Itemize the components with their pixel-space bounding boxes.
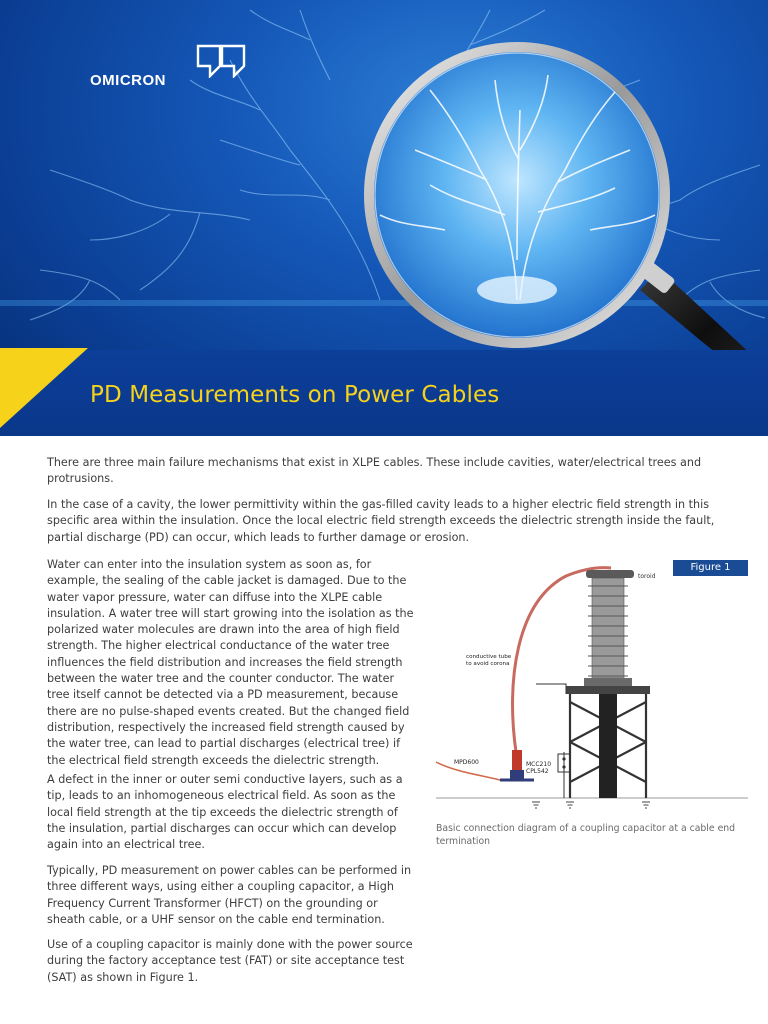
label-avoid-corona: to avoid corona [466,661,510,667]
label-mcc210: MCC210 [526,761,551,768]
omicron-logo-icon [196,44,246,78]
paragraph-intro: There are three main failure mechanisms … [47,456,702,486]
yellow-corner-accent [0,348,88,428]
label-conductive-tube: conductive tube [466,654,512,660]
paragraph-water-tree: Water can enter into the insulation syst… [47,558,414,767]
label-toroid: toroid [638,573,656,580]
paragraph-cavity: In the case of a cavity, the lower permi… [47,498,715,544]
label-cpl542: CPL542 [526,768,549,775]
coupling-capacitor-diagram: toroid MPD600 MCC210 CPL542 conductive t… [436,566,748,809]
paragraph-semiconductive: A defect in the inner or outer semi cond… [47,773,403,852]
paragraph-methods: Typically, PD measurement on power cable… [47,864,412,926]
label-mpd600: MPD600 [454,759,479,766]
paragraph-coupling: Use of a coupling capacitor is mainly do… [47,938,413,984]
document-title: PD Measurements on Power Cables [90,382,500,408]
figure-caption: Basic connection diagram of a coupling c… [436,823,736,847]
title-band [0,350,768,436]
brand-logo-text: OMICRON [90,72,166,89]
figure-badge: Figure 1 [673,560,748,576]
